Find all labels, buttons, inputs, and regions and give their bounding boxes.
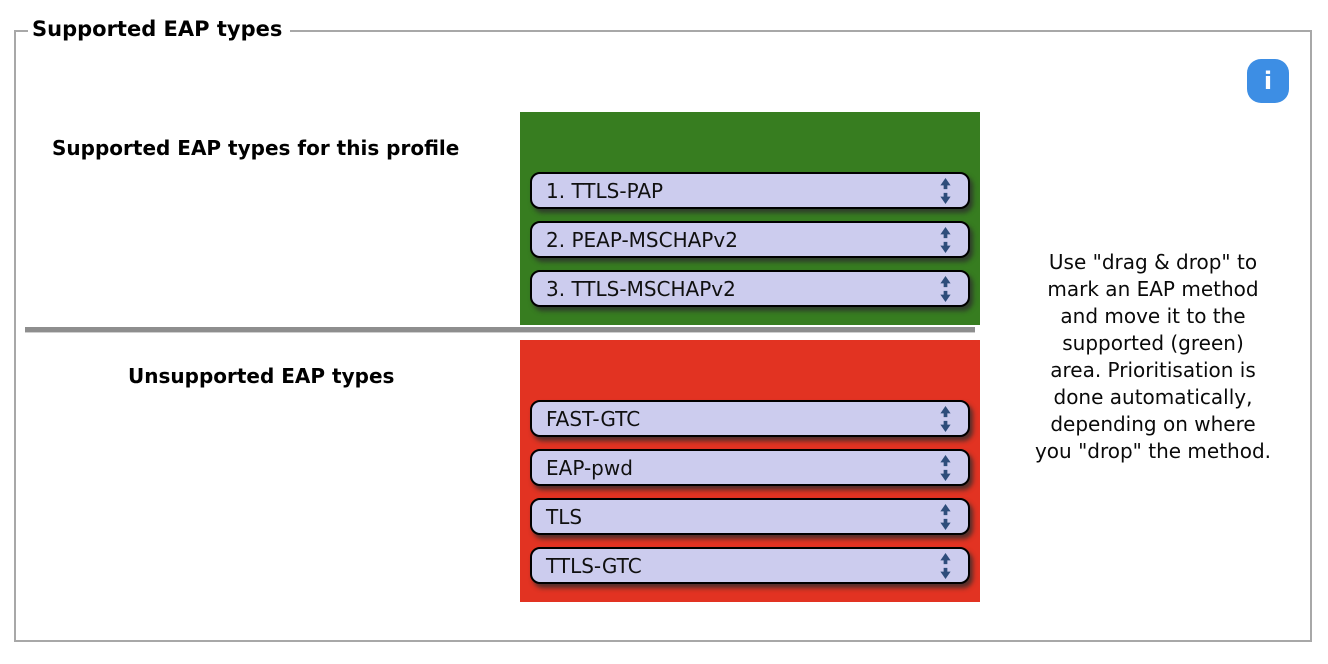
info-icon: i [1263,67,1273,95]
eap-method-item[interactable]: EAP-pwd [530,449,970,486]
eap-method-label: FAST-GTC [546,406,641,431]
help-line: you "drop" the method. [1034,439,1272,463]
move-up-down-icon[interactable] [939,275,952,303]
eap-method-item[interactable]: 3. TTLS-MSCHAPv2 [530,270,970,307]
help-line: mark an EAP method [1047,277,1259,301]
zone-divider [25,327,975,333]
move-up-down-icon[interactable] [939,226,952,254]
help-line: supported (green) [1062,331,1244,355]
move-up-down-icon[interactable] [939,405,952,433]
eap-method-label: 3. TTLS-MSCHAPv2 [546,276,736,301]
eap-types-fieldset [14,30,1312,642]
eap-method-item[interactable]: 1. TTLS-PAP [530,172,970,209]
move-up-down-icon[interactable] [939,552,952,580]
eap-method-item[interactable]: TLS [530,498,970,535]
eap-method-item[interactable]: FAST-GTC [530,400,970,437]
unsupported-drop-zone[interactable]: FAST-GTC EAP-pwd TLS TTLS-GTC [520,340,980,602]
eap-method-label: TTLS-GTC [546,553,642,578]
move-up-down-icon[interactable] [939,503,952,531]
help-line: depending on where [1050,412,1256,436]
drag-drop-help-text: Use "drag & drop" to mark an EAP method … [988,249,1318,465]
help-line: and move it to the [1060,304,1246,328]
eap-method-label: EAP-pwd [546,455,633,480]
supported-zone-label: Supported EAP types for this profile [52,136,460,160]
eap-method-label: TLS [546,504,583,529]
supported-drop-zone[interactable]: 1. TTLS-PAP 2. PEAP-MSCHAPv2 3. TTLS-MSC… [520,112,980,325]
fieldset-legend: Supported EAP types [28,17,291,41]
help-line: done automatically, [1053,385,1253,409]
unsupported-zone-label: Unsupported EAP types [128,364,395,388]
move-up-down-icon[interactable] [939,177,952,205]
help-line: Use "drag & drop" to [1048,250,1258,274]
info-button[interactable]: i [1247,59,1289,103]
eap-method-label: 2. PEAP-MSCHAPv2 [546,227,738,252]
eap-method-item[interactable]: 2. PEAP-MSCHAPv2 [530,221,970,258]
help-line: area. Prioritisation is [1050,358,1256,382]
eap-method-item[interactable]: TTLS-GTC [530,547,970,584]
eap-method-label: 1. TTLS-PAP [546,178,664,203]
move-up-down-icon[interactable] [939,454,952,482]
